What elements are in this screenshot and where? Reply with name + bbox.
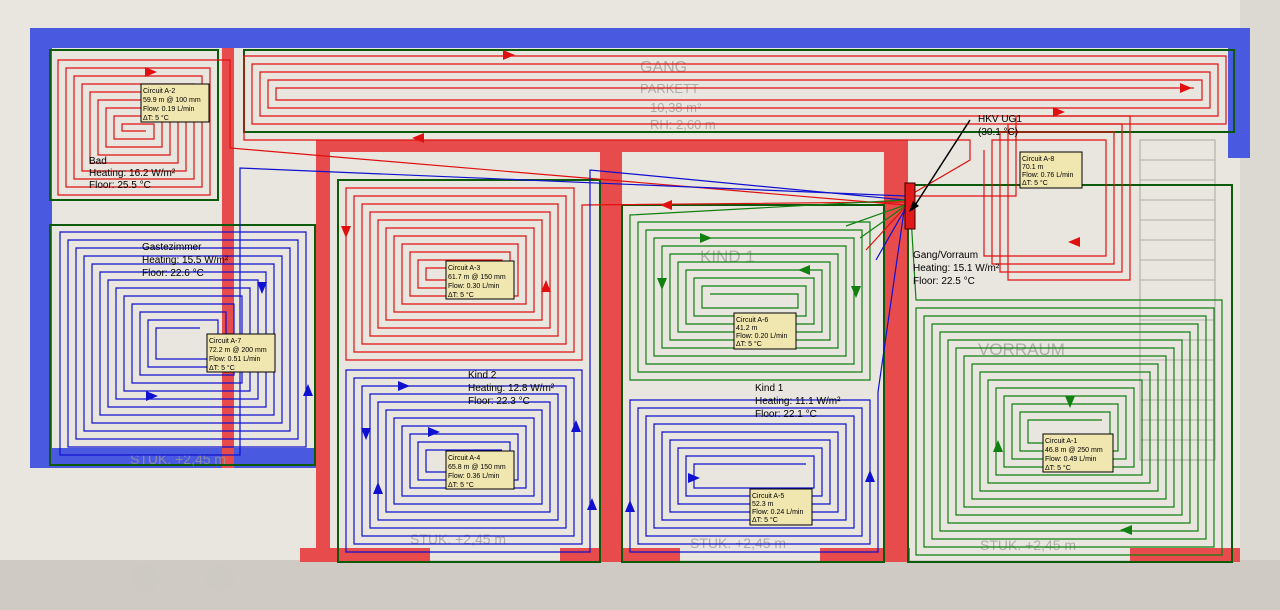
plan-stuk-2: STUK. +2,45 m — [410, 531, 506, 547]
circuit-dt: ΔT: 5 °C — [143, 114, 169, 122]
plan-lower-strip — [0, 560, 1280, 610]
circuit-flow: Flow: 0.24 L/min — [752, 509, 803, 516]
room-floor: Floor: 22.5 °C — [913, 276, 975, 287]
room-floor: Floor: 25.5 °C — [89, 180, 151, 191]
circuit-length: 59.9 m @ 100 mm — [143, 97, 201, 104]
circuit-length: 61.7 m @ 150 mm — [448, 274, 506, 281]
room-heating: Heating: 15.1 W/m² — [913, 263, 1000, 274]
circuit-length: 65.8 m @ 150 mm — [448, 464, 506, 471]
flow-arrows — [145, 50, 1192, 535]
circuit-name: Circuit A-7 — [209, 338, 241, 345]
circuit-a3-box[interactable]: Circuit A-3 61.7 m @ 150 mm Flow: 0.30 L… — [445, 260, 515, 300]
circuit-dt: ΔT: 5 °C — [752, 516, 778, 524]
circuit-length: 72.2 m @ 200 mm — [209, 347, 267, 354]
outer-wall-left — [30, 28, 52, 468]
room-heating: Heating: 11.1 W/m² — [755, 396, 841, 407]
room-heating: Heating: 16.2 W/m² — [89, 168, 176, 179]
room-name: Kind 1 — [755, 383, 784, 394]
circuit-flow: Flow: 0.76 L/min — [1022, 172, 1073, 179]
room-name: Bad — [89, 156, 107, 167]
circuit-flow: Flow: 0.36 L/min — [448, 473, 499, 480]
circuit-dt: ΔT: 5 °C — [209, 364, 235, 372]
circuit-length: 46.8 m @ 250 mm — [1045, 447, 1103, 454]
plan-stuk-1: STUK. +2,45 m — [130, 451, 226, 467]
circuit-name: Circuit A-3 — [448, 265, 480, 272]
room-floor: Floor: 22.1 °C — [755, 409, 817, 420]
circuit-name: Circuit A-6 — [736, 317, 768, 324]
outer-wall-bottom-left — [30, 448, 320, 468]
room-gang-vorraum-label: Gang/Vorraum Heating: 15.1 W/m² Floor: 2… — [913, 250, 1000, 287]
circuit-length: 41.2 m — [736, 325, 758, 332]
circuit-dt: ΔT: 5 °C — [1045, 464, 1071, 472]
circuit-a7-box[interactable]: Circuit A-7 72.2 m @ 200 mm Flow: 0.51 L… — [206, 333, 276, 373]
circuit-a8-box[interactable]: Circuit A-8 70.1 m Flow: 0.76 L/min ΔT: … — [1019, 151, 1083, 189]
circuit-dt: ΔT: 5 °C — [448, 481, 474, 489]
circuit-name: Circuit A-1 — [1045, 438, 1077, 445]
room-kind2-label: Kind 2 Heating: 12.8 W/m² Floor: 22.3 °C — [468, 370, 555, 407]
room-heating: Heating: 12.8 W/m² — [468, 383, 555, 394]
plan-stuk-3: STUK. +2,45 m — [690, 535, 786, 551]
circuit-a5-box[interactable]: Circuit A-5 52.3 m Flow: 0.24 L/min ΔT: … — [749, 488, 813, 526]
circuit-name: Circuit A-2 — [143, 88, 175, 95]
plan-stuk-4: STUK. +2,45 m — [980, 537, 1076, 553]
circuit-a6-box[interactable]: Circuit A-6 41.2 m Flow: 0.20 L/min ΔT: … — [733, 312, 797, 350]
circuit-flow: Flow: 0.19 L/min — [143, 106, 194, 113]
room-kind1-label: Kind 1 Heating: 11.1 W/m² Floor: 22.1 °C — [755, 383, 841, 420]
circuit-flow: Flow: 0.51 L/min — [209, 356, 260, 363]
circuit-length: 70.1 m — [1022, 164, 1044, 171]
circuit-flow: Flow: 0.30 L/min — [448, 283, 499, 290]
plan-labels: GANG PARKETT 10,38 m² RH: 2,60 m KIND 1 … — [130, 59, 1076, 553]
manifold-name: HKV UG1 — [978, 114, 1022, 125]
circuit-a4-box[interactable]: Circuit A-4 65.8 m @ 150 mm Flow: 0.36 L… — [445, 450, 515, 490]
plan-gang: GANG — [640, 59, 687, 76]
manifold-temp: (30.1 °C) — [978, 127, 1018, 138]
circuit-dt: ΔT: 5 °C — [1022, 179, 1048, 187]
manifold-leader-line — [911, 119, 971, 211]
room-floor: Floor: 22.3 °C — [468, 396, 530, 407]
room-name: Gang/Vorraum — [913, 250, 978, 261]
manifold-leader-arrow — [909, 201, 919, 212]
circuit-a1-box[interactable]: Circuit A-1 46.8 m @ 250 mm Flow: 0.49 L… — [1042, 433, 1114, 473]
room-name: Gastezimmer — [142, 242, 202, 253]
circuit-dt: ΔT: 5 °C — [736, 340, 762, 348]
manifold-feeds — [845, 203, 909, 261]
circuit-dt: ΔT: 5 °C — [448, 291, 474, 299]
circuit-name: Circuit A-8 — [1022, 156, 1054, 163]
room-floor: Floor: 22.6 °C — [142, 268, 204, 279]
circuit-name: Circuit A-5 — [752, 493, 784, 500]
outer-wall-top — [30, 28, 1250, 48]
room-bad-label: Bad Heating: 16.2 W/m² Floor: 25.5 °C — [89, 156, 176, 191]
circuit-flow: Flow: 0.49 L/min — [1045, 456, 1096, 463]
plan-lower-doors — [131, 564, 234, 592]
circuit-a2-box[interactable]: Circuit A-2 59.9 m @ 100 mm Flow: 0.19 L… — [140, 83, 210, 123]
circuit-name: Circuit A-4 — [448, 455, 480, 462]
room-heating: Heating: 15.5 W/m² — [142, 255, 229, 266]
room-gastezimmer-label: Gastezimmer Heating: 15.5 W/m² Floor: 22… — [142, 242, 229, 279]
circuit-length: 52.3 m — [752, 501, 774, 508]
circuit-flow: Flow: 0.20 L/min — [736, 333, 787, 340]
outer-wall-right — [1228, 28, 1250, 158]
plan-vorraum: VORRAUM — [978, 340, 1065, 359]
room-name: Kind 2 — [468, 370, 497, 381]
plan-kind1: KIND 1 — [700, 247, 755, 266]
